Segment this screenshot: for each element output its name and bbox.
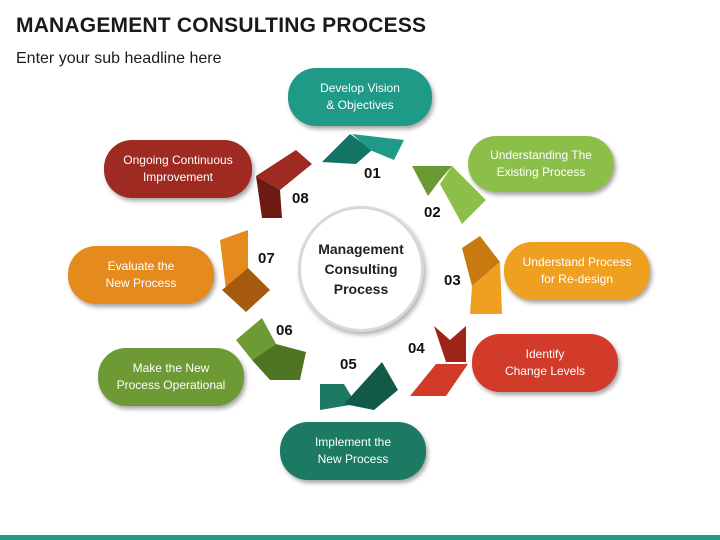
step-02-arrow <box>412 166 452 196</box>
step-01-arrow <box>322 134 372 164</box>
step-08-line2: Improvement <box>142 170 213 184</box>
step-08-arrow <box>256 150 312 190</box>
step-04-line2: Change Levels <box>504 364 586 378</box>
step-01-line2: & Objectives <box>326 98 394 112</box>
step-07-line1: Evaluate the <box>107 259 175 273</box>
step-04-arrow-tail <box>410 364 468 396</box>
step-03-arrow-tail <box>470 262 502 314</box>
step-06-arrow <box>236 318 276 360</box>
step-06-line2: Process Operational <box>116 378 226 392</box>
step-04-line1: Identify <box>525 347 565 361</box>
step-05-number: 05 <box>340 356 357 373</box>
step-03-arrow <box>462 236 500 286</box>
step-05-line1: Implement the <box>314 435 392 449</box>
step-06-number: 06 <box>276 322 293 339</box>
step-07-line2: New Process <box>105 276 177 290</box>
center-label-line2: Consulting <box>324 261 398 277</box>
step-01-line1: Develop Vision <box>320 81 400 95</box>
step-01-number: 01 <box>364 165 381 182</box>
step-04-number: 04 <box>408 340 425 357</box>
center-circle: Management Consulting Process <box>298 206 424 332</box>
step-05-line2: New Process <box>317 452 389 466</box>
step-03-line1: Understand Process <box>522 255 632 269</box>
step-02-number: 02 <box>424 204 441 221</box>
step-01-pill: Develop Vision & Objectives <box>288 68 432 126</box>
step-08-arrow-tail <box>256 176 282 218</box>
step-05-arrow-tail <box>344 362 398 410</box>
step-02-line2: Existing Process <box>496 165 586 179</box>
center-label-line1: Management <box>318 241 404 257</box>
step-03-number: 03 <box>444 272 461 289</box>
step-07-arrow-tail <box>222 268 270 312</box>
step-02-arrow-tail <box>440 166 486 224</box>
step-08-line1: Ongoing Continuous <box>123 153 233 167</box>
step-03-pill: Understand Process for Re-design <box>504 242 650 300</box>
step-04-arrow <box>434 326 466 362</box>
step-02-line1: Understanding The <box>490 148 592 162</box>
page-subtitle: Enter your sub headline here <box>16 50 222 67</box>
step-07-number: 07 <box>258 250 275 267</box>
step-03-line2: for Re-design <box>540 272 614 286</box>
step-06-arrow-tail <box>252 344 306 380</box>
bottom-accent-bar <box>0 535 720 540</box>
step-06-line1: Make the New <box>132 361 210 375</box>
page-title: MANAGEMENT CONSULTING PROCESS <box>16 14 427 37</box>
step-08-number: 08 <box>292 190 309 207</box>
step-01-arrow-tail <box>352 134 404 160</box>
center-label-line3: Process <box>333 281 389 297</box>
